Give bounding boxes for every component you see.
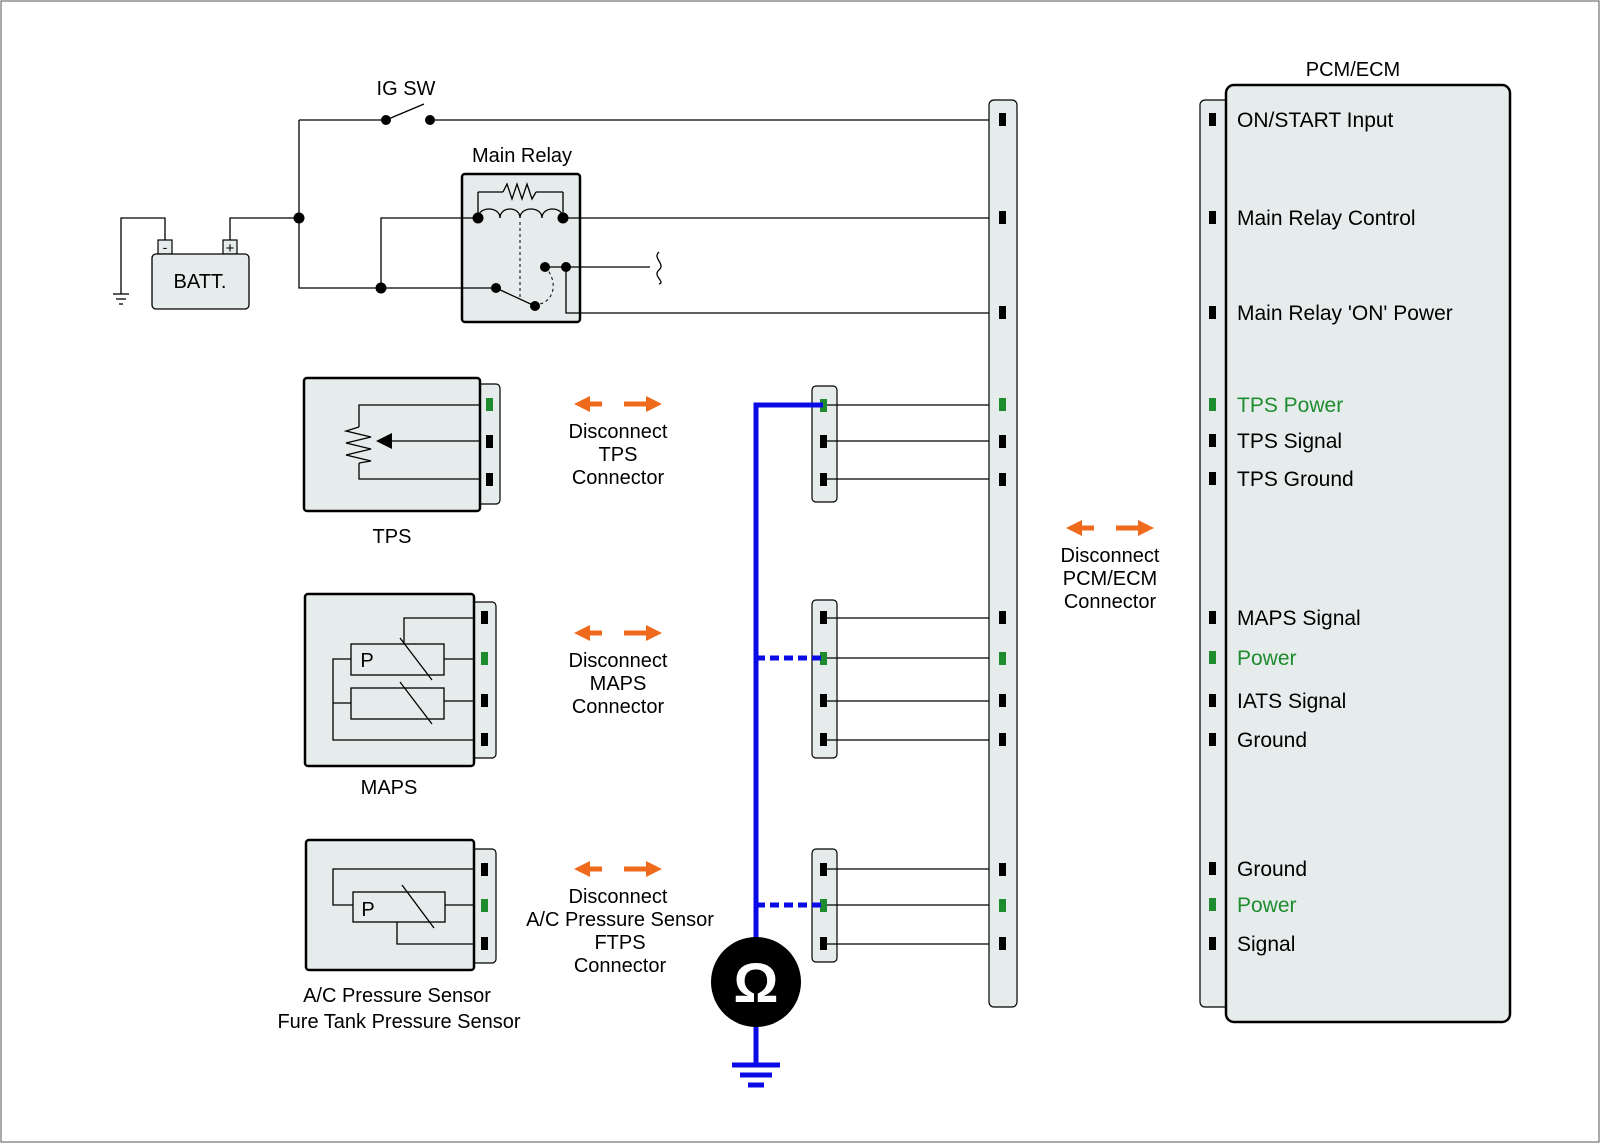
- disconnect-pcm-line-2: PCM/ECM: [1063, 568, 1157, 590]
- pcm-pin-terminal: [1209, 472, 1216, 485]
- pcm-pin-terminal: [1209, 211, 1216, 224]
- disconnect-ac: Disconnect A/C Pressure Sensor FTPS Conn…: [526, 861, 714, 977]
- pcm-pin-label: TPS Signal: [1237, 430, 1342, 453]
- disconnect-pcm-line-3: Connector: [1064, 591, 1157, 613]
- pcm-title: PCM/ECM: [1306, 59, 1400, 81]
- maps-harness-connector: [811, 599, 838, 759]
- pcm-pin-label: TPS Ground: [1237, 468, 1354, 491]
- pcm-pin-label: Ground: [1237, 729, 1307, 752]
- disconnect-ac-line-3: FTPS: [594, 932, 645, 954]
- pcm-pin-terminal: [1209, 398, 1216, 411]
- disconnect-tps-line-2: TPS: [599, 444, 638, 466]
- pcm-pin-terminal: [1209, 113, 1216, 126]
- maps-label: MAPS: [361, 777, 418, 799]
- disconnect-pcm: Disconnect PCM/ECM Connector: [1061, 520, 1160, 613]
- pcm-pin-label: IATS Signal: [1237, 690, 1346, 713]
- disconnect-maps-line-3: Connector: [572, 696, 665, 718]
- disconnect-ac-line-1: Disconnect: [569, 886, 668, 908]
- ground-symbol-meter: [732, 1062, 780, 1088]
- pcm-pin-label: Power: [1237, 647, 1297, 670]
- battery-plus-label: +: [226, 240, 235, 257]
- ohm-symbol: Ω: [734, 951, 779, 1014]
- battery-minus-label: -: [163, 239, 168, 255]
- tps-harness-connector: [811, 385, 838, 503]
- pcm-pin-label: MAPS Signal: [1237, 607, 1361, 630]
- pcm-pin-label: Main Relay 'ON' Power: [1237, 302, 1453, 325]
- pcm-pin-terminal: [1209, 651, 1216, 664]
- pcm-pin-label: Power: [1237, 894, 1297, 917]
- ac-sensor-label-1: A/C Pressure Sensor: [303, 985, 491, 1007]
- pcm-pin-terminal: [1209, 694, 1216, 707]
- pcm-pin-label: Main Relay Control: [1237, 207, 1416, 230]
- pcm-pin-label: ON/START Input: [1237, 109, 1394, 132]
- pcm-pin-terminal: [1209, 898, 1216, 911]
- main-relay: [460, 172, 582, 324]
- ig-sw-label: IG SW: [377, 78, 436, 100]
- battery: - + BATT.: [151, 239, 250, 310]
- maps-p-label: P: [360, 650, 373, 672]
- disconnect-ac-line-4: Connector: [574, 955, 667, 977]
- power-section: IG SW - + BATT. Main Relay: [113, 78, 1004, 324]
- pcm-pin-label: Signal: [1237, 933, 1295, 956]
- disconnect-tps-line-1: Disconnect: [569, 421, 668, 443]
- ohmmeter-probe: Ω: [711, 402, 823, 1088]
- pcm-pin-terminal: [1209, 434, 1216, 447]
- disconnect-ac-line-2: A/C Pressure Sensor: [526, 909, 714, 931]
- pcm-pin-label: Ground: [1237, 858, 1307, 881]
- disconnect-tps: Disconnect TPS Connector: [569, 396, 668, 489]
- pcm-pin-terminal: [1209, 733, 1216, 746]
- ac-pressure-sensor: P A/C Pressure Sensor Fure Tank Pressure…: [277, 838, 521, 1033]
- pcm-pin-terminal: [1209, 937, 1216, 950]
- ac-p-label: P: [361, 899, 374, 921]
- disconnect-maps-line-1: Disconnect: [569, 650, 668, 672]
- disconnect-maps-line-2: MAPS: [590, 673, 647, 695]
- ground-symbol-battery: [113, 293, 129, 305]
- disconnect-maps: Disconnect MAPS Connector: [569, 625, 668, 718]
- pcm-pin-terminal: [1209, 611, 1216, 624]
- harness-wires: [827, 404, 1004, 945]
- ohmmeter-icon: [711, 937, 801, 1027]
- disconnect-pcm-line-1: Disconnect: [1061, 545, 1160, 567]
- pcm-pin-terminal: [1209, 862, 1216, 875]
- tps-label: TPS: [373, 526, 412, 548]
- pcm-harness-connector: [988, 99, 1018, 1008]
- pcm-pin-label: TPS Power: [1237, 394, 1343, 417]
- main-relay-label: Main Relay: [472, 145, 572, 167]
- pcm-pin-terminal: [1209, 306, 1216, 319]
- tps-sensor: TPS: [302, 376, 501, 548]
- battery-label: BATT.: [174, 271, 227, 293]
- disconnect-tps-line-3: Connector: [572, 467, 665, 489]
- maps-sensor: P MAPS: [303, 592, 497, 799]
- ac-sensor-label-2: Fure Tank Pressure Sensor: [277, 1011, 520, 1033]
